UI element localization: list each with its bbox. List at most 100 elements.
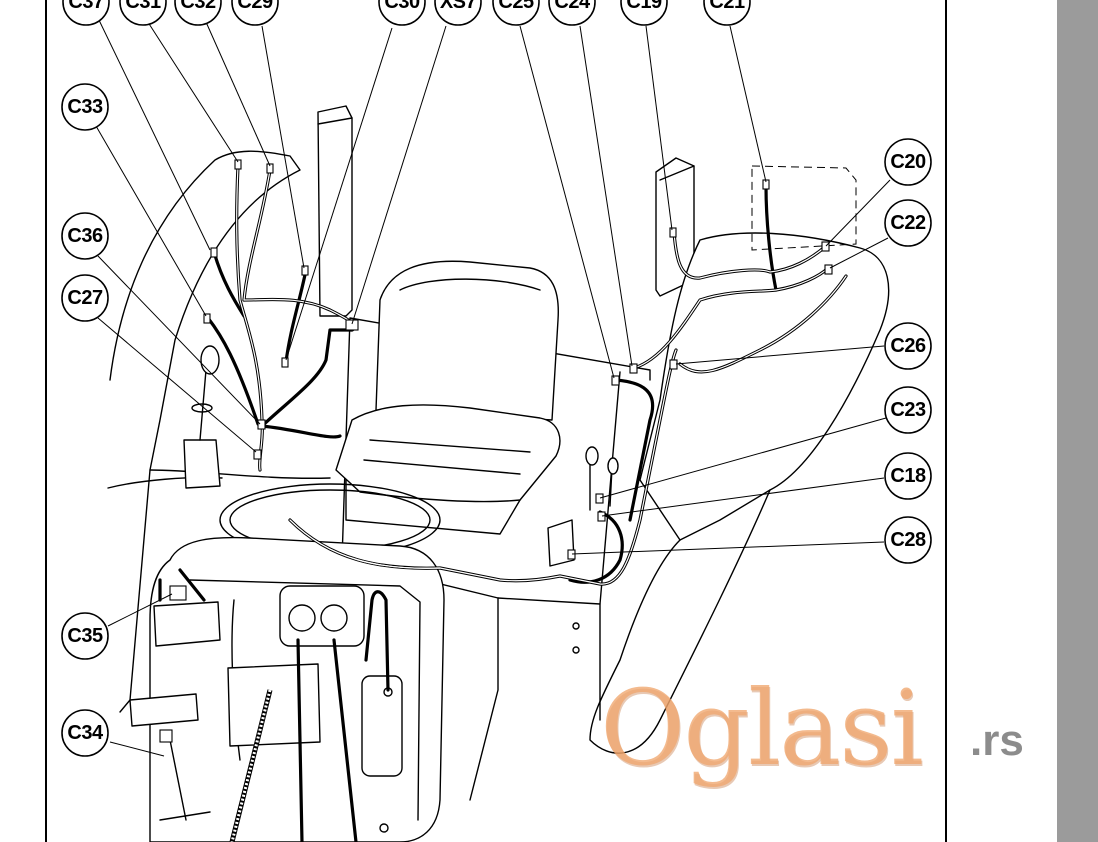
callout-c26: C26 [884,322,932,370]
connector-plugs [159,159,833,743]
callout-label: C22 [890,212,926,234]
callout-c29: C29 [231,0,279,26]
right-fender-skirt [589,489,771,754]
callout-label: C26 [890,335,926,357]
leader-c35 [107,593,173,627]
lever-knob-left [200,345,220,375]
harness-relay [158,568,206,602]
callout-label: C32 [180,0,216,13]
callout-label: C23 [890,399,926,421]
leader-c21 [729,25,767,183]
connector-c20 [821,241,830,252]
bolt-1 [572,622,580,630]
relay-block [153,601,221,647]
right-fender [639,232,890,541]
callout-c23: C23 [884,386,932,434]
callout-c33: C33 [61,83,109,131]
leader-c31 [143,15,239,163]
callout-label: C29 [237,0,273,13]
console-side-box [361,675,403,777]
left-cab-post [317,105,353,317]
connector-c33 [210,247,218,258]
left-post-top [317,117,353,125]
bolt-2 [572,646,580,654]
connector-c19 [669,227,677,238]
callout-label: C36 [67,225,103,247]
callout-c34: C34 [61,709,109,757]
leader-c23 [599,417,887,499]
page-gutter [1057,0,1098,842]
callouts: C37 C31 C32 C29 C30 XS7 C25 C24 C19 C21 … [61,0,932,757]
callout-c24: C24 [548,0,596,26]
callout-label: C20 [890,151,926,173]
console-panel-edge [189,579,421,821]
callout-label: C24 [554,0,591,13]
callout-label: C19 [626,0,662,13]
connector-c34 [159,729,173,743]
connector-c29 [301,265,309,276]
connector-c23 [595,493,604,504]
connector-c27 [257,419,266,430]
callout-c25: C25 [492,0,540,26]
callout-label: C31 [125,0,161,13]
connector-c26 [669,359,678,370]
connector-c35 [169,585,187,601]
harness-branch-c21 [764,184,778,292]
callout-label: C35 [67,625,103,647]
callout-c35: C35 [61,612,109,660]
connector-c37 [281,357,289,368]
connector-c25 [611,375,620,386]
leader-c37 [97,17,211,251]
operator-seat-back [375,260,559,421]
callout-c37: C37 [62,0,110,26]
leader-c33 [95,125,207,317]
callout-c36: C36 [61,212,109,260]
connector-c28 [567,549,576,560]
platform-front-edge [469,597,499,801]
left-fender [109,150,301,713]
lever-base-left [183,439,221,489]
callout-c31: C31 [119,0,167,26]
leader-c19 [645,25,673,231]
valve-fittings [159,739,211,821]
connector-c24 [629,363,638,374]
leader-c28 [571,541,885,555]
callout-c27: C27 [61,274,109,322]
leader-c20 [825,179,891,247]
leader-c18 [601,477,885,517]
callout-label: C28 [890,529,926,551]
harness-console-right [364,590,390,692]
bolt-4 [379,823,389,833]
leader-c32 [205,21,271,167]
hydraulic-valve-block [129,693,199,727]
connector-c27b [253,449,262,460]
leader-c34 [109,741,165,757]
threaded-rod [229,689,273,842]
lever-knob-right-1 [585,446,599,466]
leader-c22 [829,237,889,269]
harness-lever-loop [568,510,624,584]
harness-branch-c29 [284,268,308,364]
connector-c36 [203,313,211,324]
callout-xs7: XS7 [434,0,482,26]
leader-xs7 [351,25,447,325]
seat-back-seam [399,278,541,291]
left-fender-edge [149,469,331,479]
callout-label: C25 [498,0,534,13]
callout-label: C21 [709,0,745,13]
callout-label: C33 [67,96,103,118]
callout-c28: C28 [884,516,932,564]
leader-c36 [97,255,261,425]
callout-c32: C32 [174,0,222,26]
rear-box-outline [751,165,857,251]
callout-label: C30 [384,0,420,13]
leader-c26 [675,345,885,365]
connector-c32 [266,163,274,174]
connector-c31 [234,159,242,170]
leader-c25 [519,25,615,379]
callout-label: C37 [68,0,104,13]
gauge-left [288,604,316,632]
lever-shaft-left [199,369,207,441]
leader-lines [95,15,891,757]
connector-c18 [597,511,606,522]
